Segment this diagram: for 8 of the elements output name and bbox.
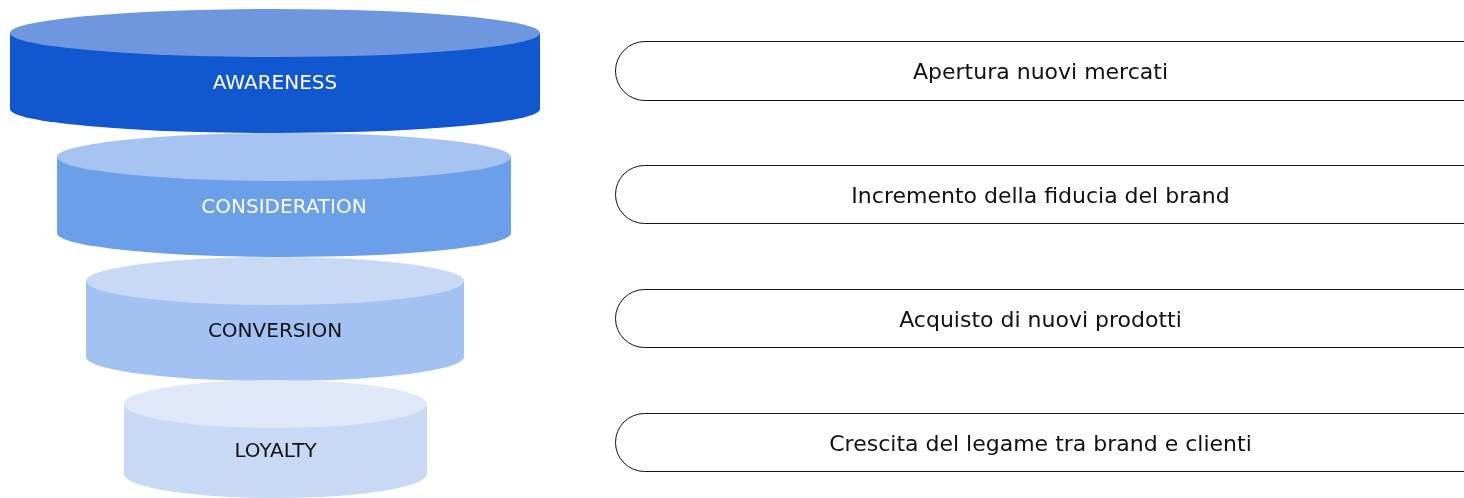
funnel-stage-label: CONVERSION bbox=[206, 318, 344, 342]
funnel-stage-label: LOYALTY bbox=[233, 438, 318, 462]
goal-text: Apertura nuovi mercati bbox=[912, 58, 1169, 84]
goal-text: Crescita del legame tra brand e clienti bbox=[828, 430, 1253, 455]
funnel-stage-label: AWARENESS bbox=[211, 70, 339, 94]
funnel-stage-label: CONSIDERATION bbox=[200, 194, 368, 218]
goal-text: Acquisto di nuovi prodotti bbox=[898, 306, 1183, 331]
goal-text: Incremento della fiducia del brand bbox=[850, 182, 1231, 207]
